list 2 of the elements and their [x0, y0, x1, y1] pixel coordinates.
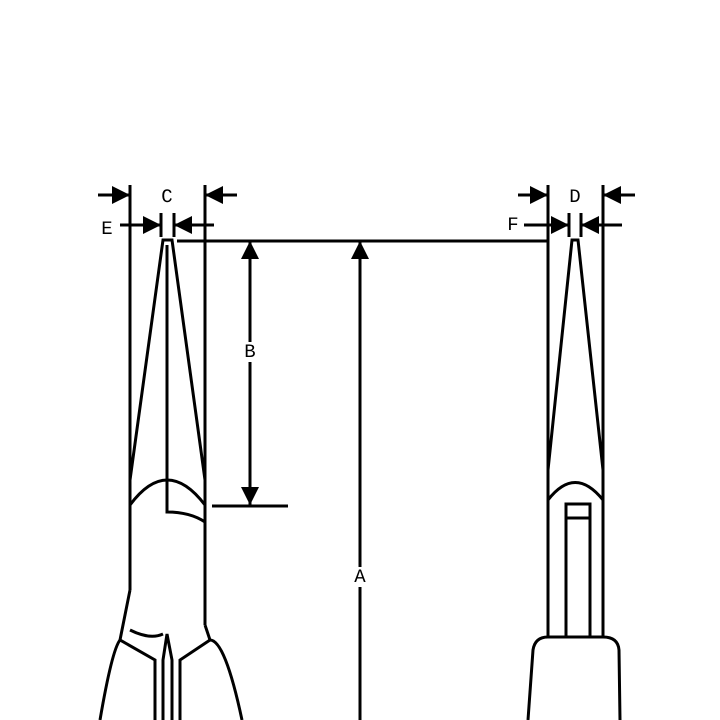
dimension-label: B	[243, 342, 257, 362]
dimension-label: A	[353, 567, 367, 587]
